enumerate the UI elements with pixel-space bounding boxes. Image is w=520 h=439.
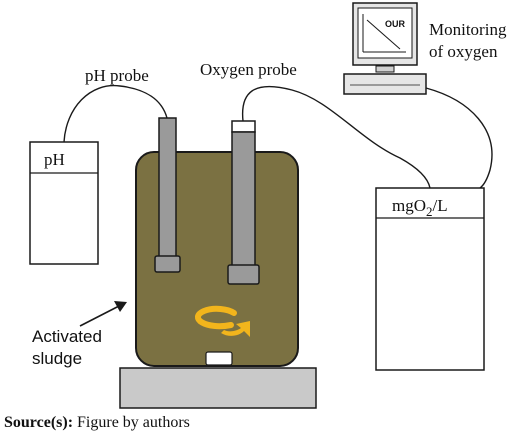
ph-probe-label: pH probe bbox=[85, 66, 149, 85]
oxygen-meter-label-prefix: mgO bbox=[392, 196, 426, 215]
oxygen-cable bbox=[241, 85, 431, 189]
oxygen-meter-label-suffix: /L bbox=[433, 196, 448, 215]
rotation-arrow-icon bbox=[195, 305, 250, 337]
ph-cable bbox=[63, 84, 168, 143]
activated-sludge-label-line2: sludge bbox=[32, 349, 82, 368]
oxygen-probe bbox=[227, 120, 260, 285]
monitoring-label-line1: Monitoring bbox=[429, 20, 507, 39]
oxygen-probe-label: Oxygen probe bbox=[200, 60, 297, 79]
ph-meter-label: pH bbox=[44, 150, 65, 169]
diagram-canvas: pH mgO2/L OUR pH probe Oxygen probe Moni… bbox=[29, 2, 507, 409]
pointer-arrow-icon bbox=[79, 301, 127, 327]
cables bbox=[63, 84, 493, 189]
monitor-cable bbox=[425, 87, 493, 189]
source-caption: Source(s): Figure by authors bbox=[4, 414, 190, 432]
ph-probe bbox=[154, 117, 181, 273]
oxygen-meter-label: mgO2/L bbox=[392, 196, 448, 219]
monitor-screen-text: OUR bbox=[385, 19, 406, 29]
stirrer-base bbox=[119, 367, 317, 409]
monitoring-label-line2: of oxygen bbox=[429, 42, 498, 61]
source-label: Source(s): bbox=[4, 414, 74, 431]
source-text: Figure by authors bbox=[73, 414, 190, 431]
activated-sludge-label-line1: Activated bbox=[32, 327, 102, 346]
ph-meter-box bbox=[29, 141, 99, 265]
computer-monitor-icon bbox=[343, 2, 427, 95]
stir-bar bbox=[205, 351, 233, 366]
oxygen-meter-label-subscript: 2 bbox=[426, 204, 433, 219]
